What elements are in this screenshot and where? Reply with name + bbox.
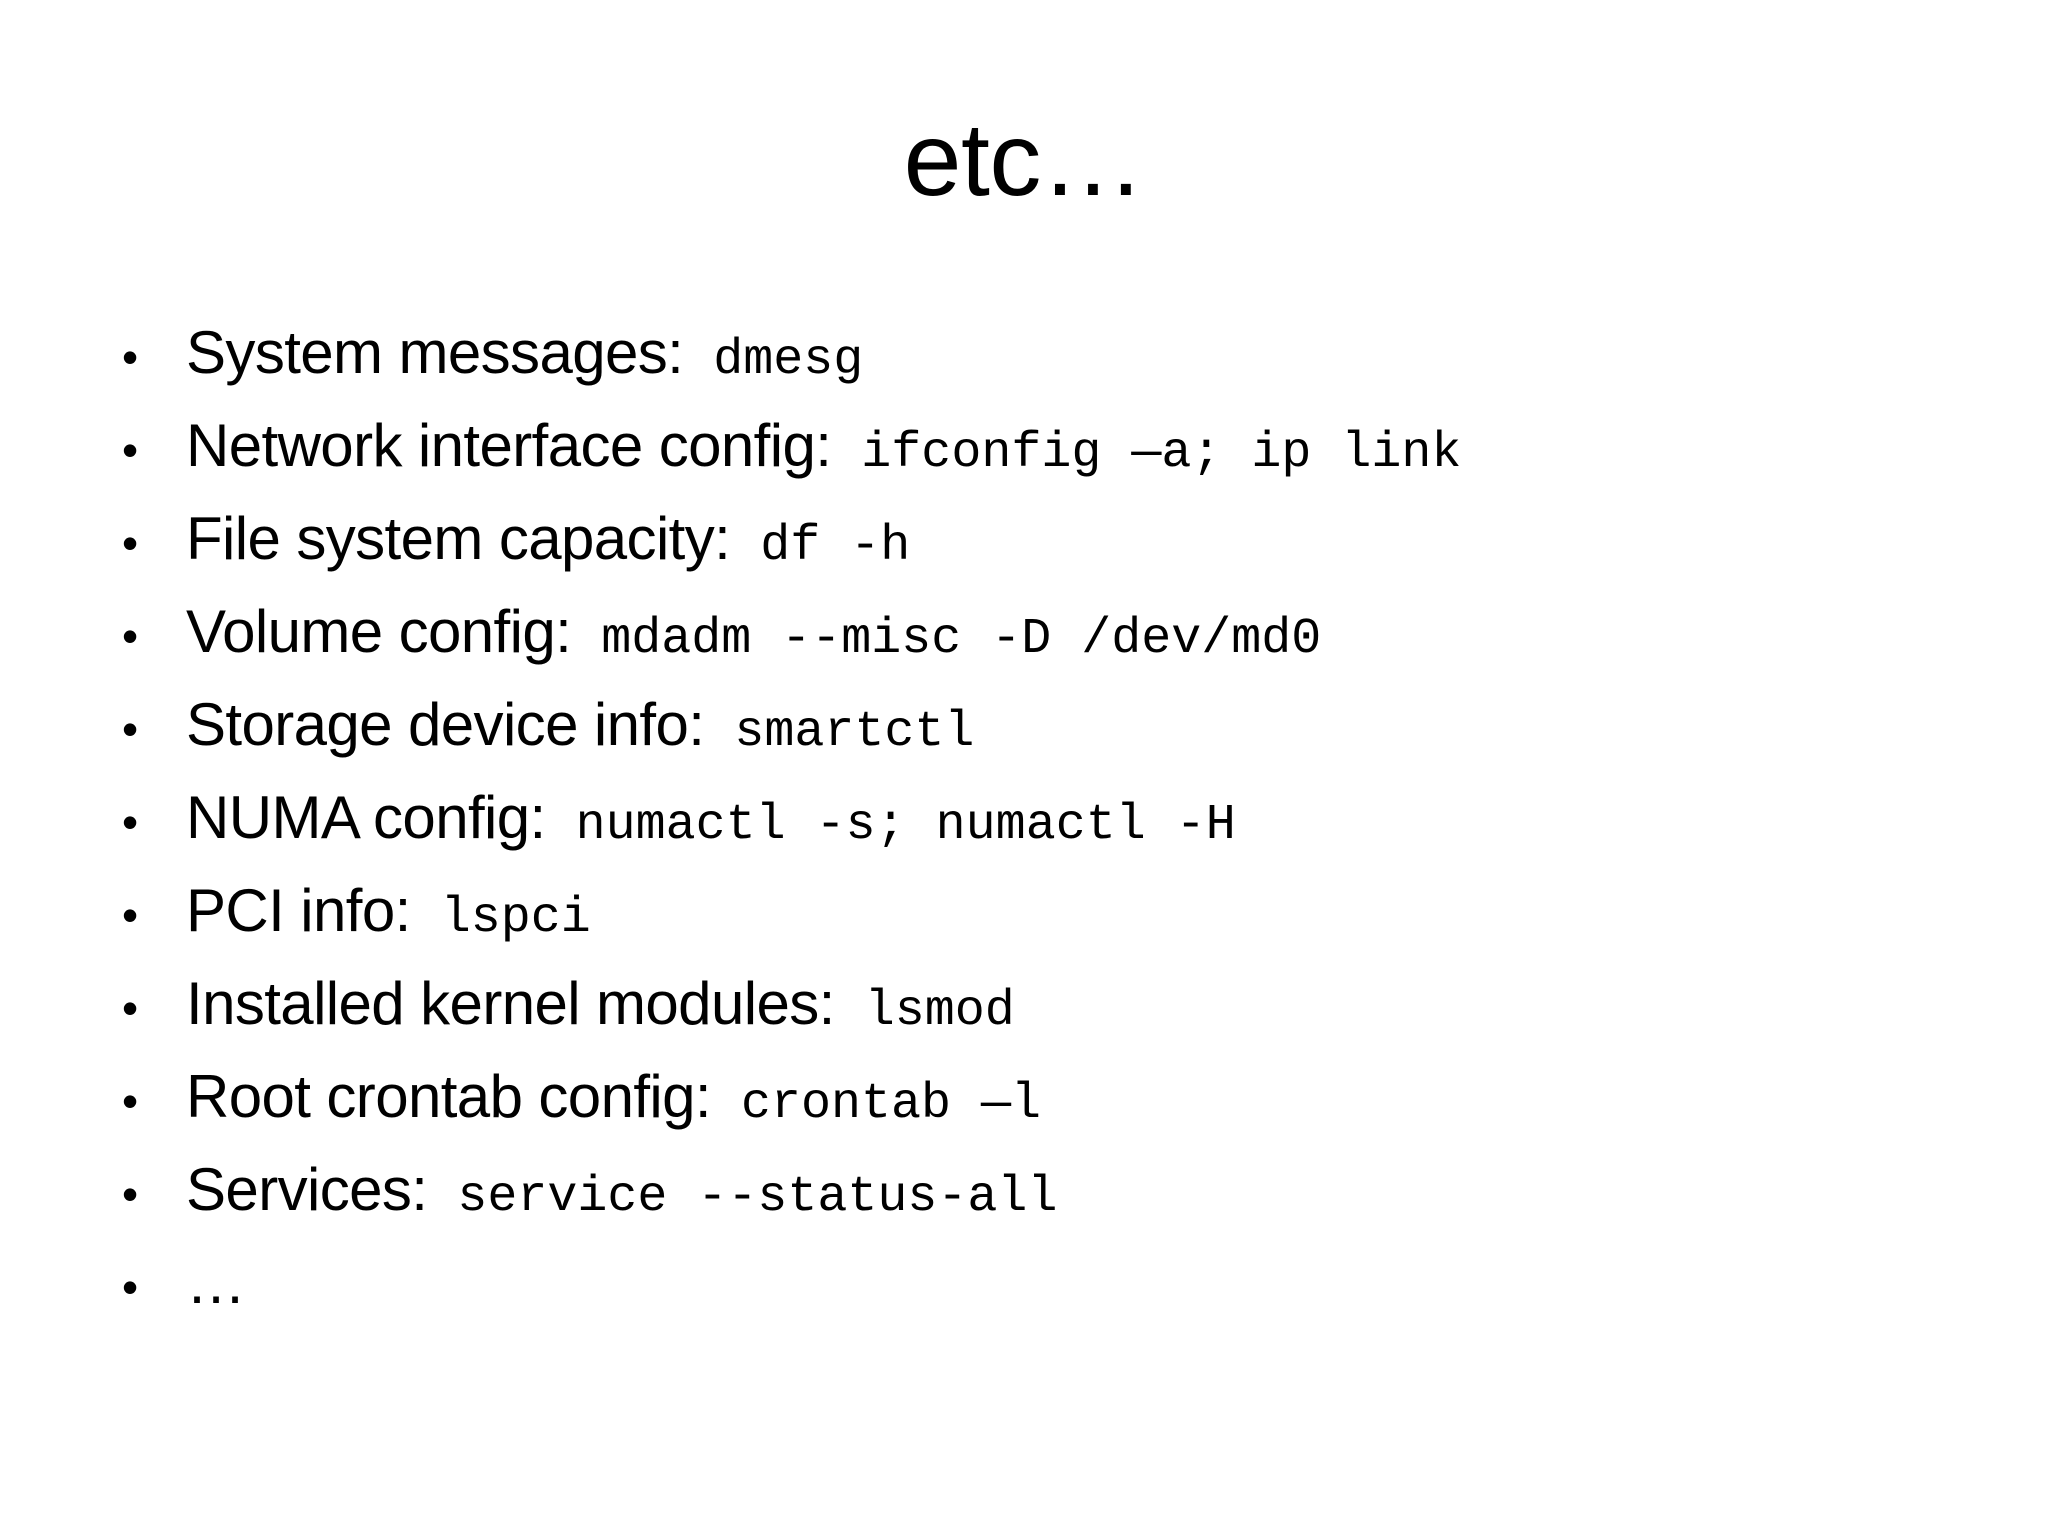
list-item-command: service --status-all bbox=[427, 1169, 1058, 1226]
list-item-label: PCI info: bbox=[186, 877, 411, 944]
list-item: • File system capacity: df -h bbox=[112, 504, 1972, 597]
list-item-body: Installed kernel modules: lsmod bbox=[186, 969, 1972, 1041]
list-item-command: numactl -s; numactl -H bbox=[545, 797, 1236, 854]
list-item-command: crontab —l bbox=[710, 1076, 1042, 1133]
list-item: • Root crontab config: crontab —l bbox=[112, 1062, 1972, 1155]
list-item-body: File system capacity: df -h bbox=[186, 504, 1972, 576]
bullet-point-icon: • bbox=[122, 1075, 139, 1127]
bullet-point-icon: • bbox=[122, 424, 139, 476]
list-item: • Services: service --status-all bbox=[112, 1155, 1972, 1248]
list-item-label: Volume config: bbox=[186, 598, 572, 665]
list-item-command: ifconfig —a; ip link bbox=[831, 425, 1462, 482]
list-item-command: mdadm --misc -D /dev/md0 bbox=[571, 611, 1322, 668]
bullet-point-icon: • bbox=[122, 517, 139, 569]
list-item-body: Network interface config: ifconfig —a; i… bbox=[186, 411, 1972, 483]
bullet-point-icon: • bbox=[122, 331, 139, 383]
list-item-body: System messages: dmesg bbox=[186, 318, 1972, 390]
list-item-label: System messages: bbox=[186, 319, 684, 386]
list-item-command: df -h bbox=[730, 518, 911, 575]
list-item-body: PCI info: lspci bbox=[186, 876, 1972, 948]
list-item: • Storage device info: smartctl bbox=[112, 690, 1972, 783]
list-item-body: Root crontab config: crontab —l bbox=[186, 1062, 1972, 1134]
list-item-command: lsmod bbox=[834, 983, 1015, 1040]
list-item: • NUMA config: numactl -s; numactl -H bbox=[112, 783, 1972, 876]
list-item-label: Storage device info: bbox=[186, 691, 705, 758]
list-item-label: Services: bbox=[186, 1156, 428, 1223]
bullet-point-icon: • bbox=[122, 796, 139, 848]
list-item: • PCI info: lspci bbox=[112, 876, 1972, 969]
bullet-point-icon: • bbox=[122, 982, 139, 1034]
bullet-point-icon: • bbox=[122, 1261, 139, 1313]
list-item-label: Network interface config: bbox=[186, 412, 832, 479]
bullet-list: • System messages: dmesg • Network inter… bbox=[112, 318, 1972, 1341]
list-item-label: File system capacity: bbox=[186, 505, 731, 572]
list-item-label: NUMA config: bbox=[186, 784, 546, 851]
list-item: • Installed kernel modules: lsmod bbox=[112, 969, 1972, 1062]
list-item: • System messages: dmesg bbox=[112, 318, 1972, 411]
list-item-body: Volume config: mdadm --misc -D /dev/md0 bbox=[186, 597, 1972, 669]
list-item-label: … bbox=[186, 1249, 246, 1316]
list-item-label: Installed kernel modules: bbox=[186, 970, 835, 1037]
page-title: etc… bbox=[903, 102, 1145, 218]
list-item: • Volume config: mdadm --misc -D /dev/md… bbox=[112, 597, 1972, 690]
bullet-point-icon: • bbox=[122, 1168, 139, 1220]
list-item-body: NUMA config: numactl -s; numactl -H bbox=[186, 783, 1972, 855]
list-item-body: … bbox=[186, 1248, 1972, 1320]
list-item-label: Root crontab config: bbox=[186, 1063, 712, 1130]
list-item-body: Storage device info: smartctl bbox=[186, 690, 1972, 762]
list-item-command: dmesg bbox=[683, 332, 864, 389]
bullet-point-icon: • bbox=[122, 703, 139, 755]
list-item: • Network interface config: ifconfig —a;… bbox=[112, 411, 1972, 504]
list-item-body: Services: service --status-all bbox=[186, 1155, 1972, 1227]
bullet-point-icon: • bbox=[122, 610, 139, 662]
bullet-point-icon: • bbox=[122, 889, 139, 941]
list-item: • … bbox=[112, 1248, 1972, 1341]
list-item-command: smartctl bbox=[704, 704, 975, 761]
list-item-command: lspci bbox=[410, 890, 591, 947]
